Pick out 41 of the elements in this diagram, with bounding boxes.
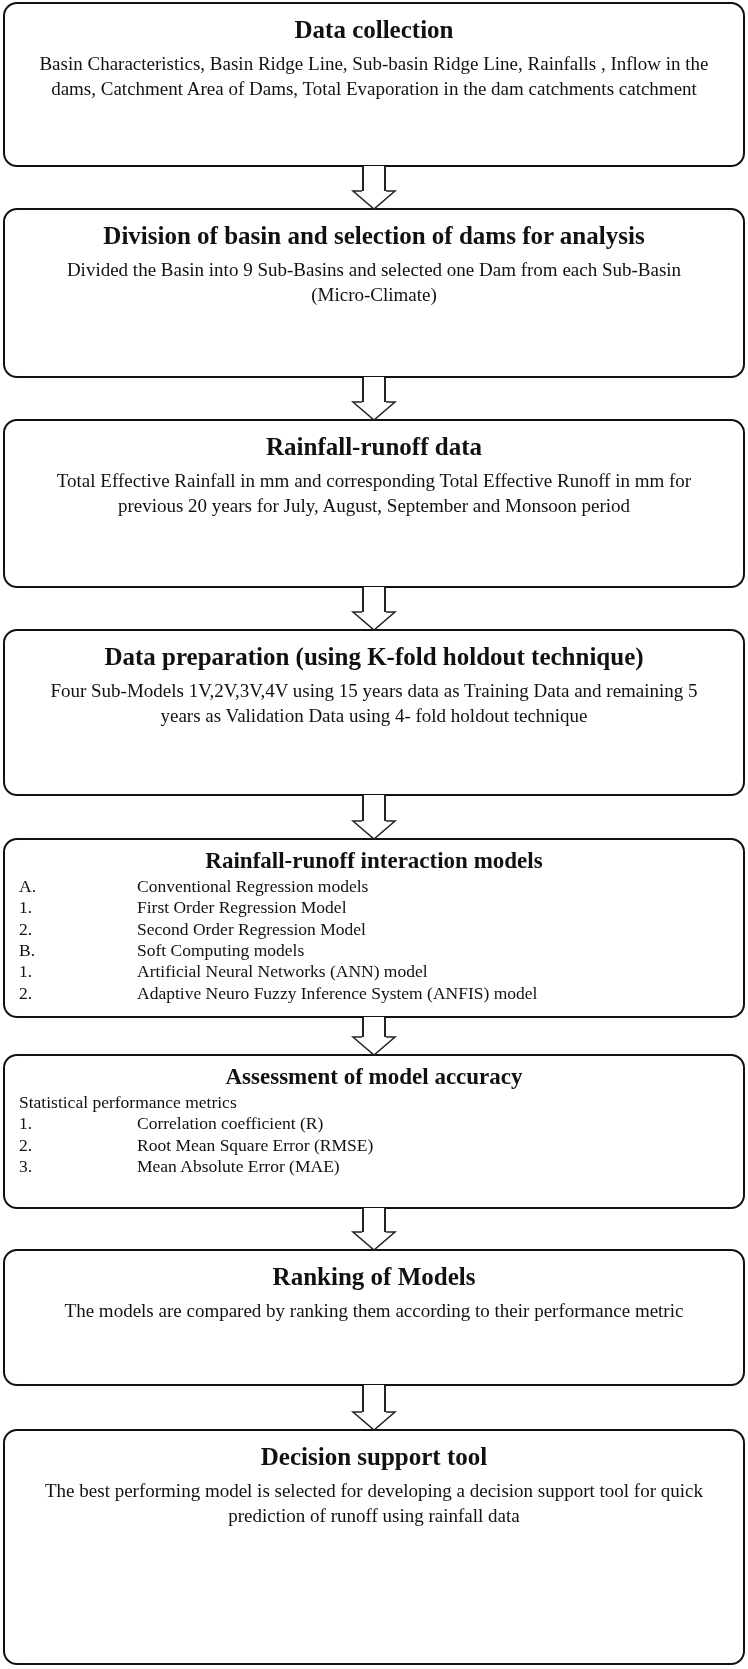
box-heading: Rainfall-runoff data <box>265 433 483 461</box>
box-heading: Data preparation (using K-fold holdout technique) <box>103 643 645 671</box>
box-description: The best performing model is selected for developing a decision support tool for quick prediction of runoff using rainfall data <box>44 1479 704 1528</box>
box-heading: Rainfall-runoff interaction models <box>204 848 544 874</box>
box-heading: Assessment of model accuracy <box>224 1064 524 1090</box>
list-item-text: Soft Computing models <box>137 940 305 962</box>
list-marker: 1. <box>19 961 34 983</box>
list-marker: 2. <box>19 918 34 941</box>
box-description: Basin Characteristics, Basin Ridge Line, Sub-basin Ridge Line, Rainfalls , Inflow in the dams, Catchment Area of Dams, Total Evaporation in the dam catchments catchment <box>38 52 710 101</box>
box-description: Total Effective Rainfall in mm and corresponding Total Effective Runoff in mm for previous 20 years for July, August, September and Monsoon period <box>55 469 693 518</box>
process-box <box>3 2 745 167</box>
list-item-text: Mean Absolute Error (MAE) <box>137 1156 340 1178</box>
box-description: Divided the Basin into 9 Sub-Basins and selected one Dam from each Sub-Basin (Micro-Climate) <box>65 258 683 307</box>
box-description: The models are compared by ranking them according to their performance metric <box>63 1299 685 1323</box>
list-item-text: Artificial Neural Networks (ANN) model <box>137 961 428 983</box>
list-marker: 3. <box>19 1156 34 1178</box>
list-marker: 2. <box>19 982 34 1005</box>
list-item-text: Second Order Regression Model <box>137 918 366 941</box>
list-marker: 1. <box>19 897 34 919</box>
process-box <box>3 208 745 378</box>
box-heading: Decision support tool <box>259 1443 489 1471</box>
process-box <box>3 1054 745 1209</box>
box-heading: Ranking of Models <box>271 1263 477 1291</box>
process-box <box>3 419 745 588</box>
process-box <box>3 1429 745 1665</box>
list-item-text: Conventional Regression models <box>137 876 369 898</box>
list-item-text: Correlation coefficient (R) <box>137 1113 324 1135</box>
box-heading: Division of basin and selection of dams for analysis <box>102 222 646 250</box>
list-marker: B. <box>19 940 37 962</box>
process-box <box>3 1249 745 1386</box>
list-marker: A. <box>19 876 37 898</box>
list-item-text: Root Mean Square Error (RMSE) <box>137 1134 374 1157</box>
list-item-text: First Order Regression Model <box>137 897 347 919</box>
list-intro-text: Statistical performance metrics <box>19 1092 238 1114</box>
list-marker: 1. <box>19 1113 34 1135</box>
process-box <box>3 629 745 796</box>
box-heading: Data collection <box>293 16 455 44</box>
list-item-text: Adaptive Neuro Fuzzy Inference System (ANFIS) model <box>137 982 538 1005</box>
list-marker: 2. <box>19 1134 34 1157</box>
box-description: Four Sub-Models 1V,2V,3V,4V using 15 years data as Training Data and remaining 5 years as Validation Data using 4- fold holdout technique <box>49 679 699 728</box>
process-box <box>3 838 745 1018</box>
